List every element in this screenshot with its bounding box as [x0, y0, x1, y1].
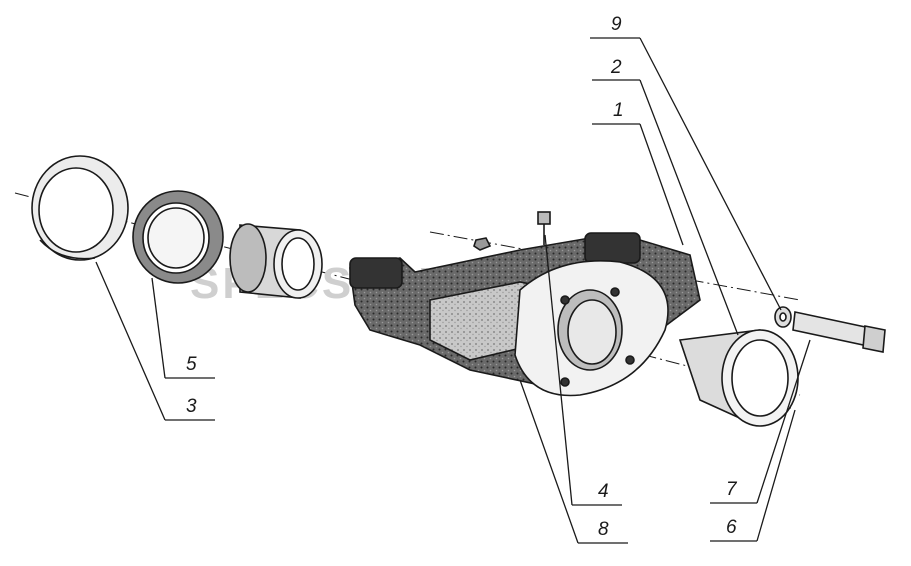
- center-axis-main: [14, 192, 801, 396]
- bushing-left: [229, 223, 323, 299]
- callout-3: 3: [186, 396, 197, 417]
- bushing-right: [678, 329, 799, 427]
- callout-7: 7: [726, 479, 738, 500]
- callout-4: 4: [598, 481, 609, 502]
- leader-lines: [95, 37, 811, 544]
- oil-seal: [132, 190, 224, 284]
- callout-2: 2: [610, 57, 622, 78]
- callout-8: 8: [598, 519, 609, 540]
- callout-9: 9: [611, 14, 622, 35]
- washer: [774, 306, 792, 328]
- flange-plate: [514, 260, 669, 397]
- small-bolt-top: [537, 211, 551, 245]
- center-axis-upper: [429, 231, 801, 301]
- callout-5: 5: [186, 354, 197, 375]
- seal-ring-large: [31, 155, 129, 261]
- callout-1: 1: [613, 100, 624, 121]
- callout-6: 6: [726, 517, 737, 538]
- small-nut-left: [473, 237, 492, 251]
- long-bolt: [792, 311, 886, 353]
